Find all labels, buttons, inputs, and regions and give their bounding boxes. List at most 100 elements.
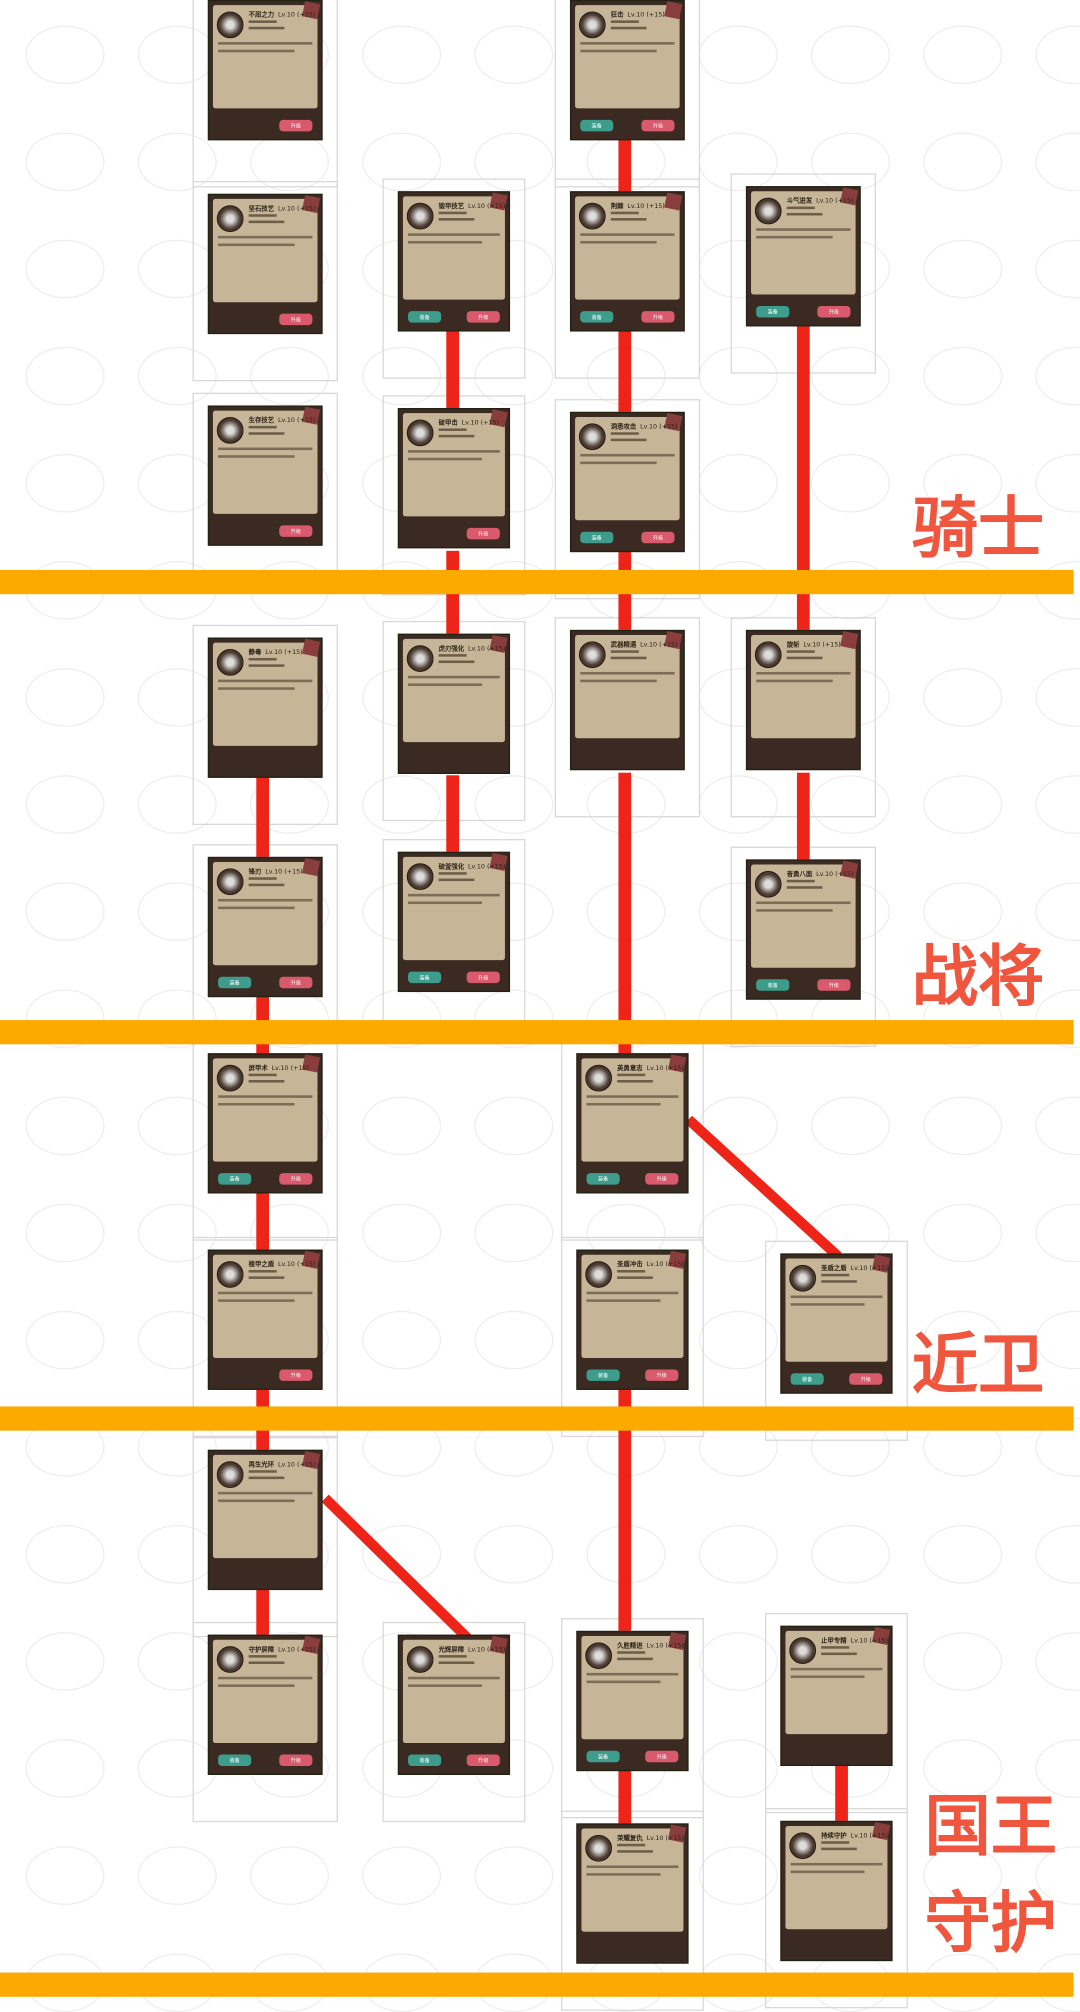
equip-button[interactable]: 装备	[580, 119, 614, 132]
skill-description	[580, 679, 657, 683]
skill-description	[580, 233, 675, 236]
upgrade-button[interactable]: 升级	[817, 306, 851, 318]
skill-description	[218, 1491, 313, 1495]
skill-title: 止甲专精	[821, 1637, 847, 1645]
equip-button[interactable]: 装备	[408, 971, 442, 984]
skill-description	[218, 1676, 313, 1680]
watermark-stamp	[923, 775, 1003, 834]
upgrade-button[interactable]: 升级	[466, 1754, 500, 1767]
skill-meta	[610, 211, 639, 215]
skill-level: Lv.10 (+15)	[277, 1646, 316, 1654]
upgrade-button[interactable]: 升级	[641, 531, 675, 544]
skill-meta	[610, 218, 647, 221]
skill-level: Lv.10 (+15)	[277, 1261, 316, 1269]
watermark-stamp	[923, 132, 1003, 192]
skill-level: Lv.10 (+15)	[640, 423, 678, 431]
upgrade-button[interactable]: 升级	[645, 1369, 679, 1381]
equip-button[interactable]: 装备	[408, 311, 442, 323]
skill-title: 英勇意志	[617, 1064, 643, 1073]
watermark-stamp	[923, 1310, 1003, 1370]
upgrade-button[interactable]: 升级	[279, 1369, 313, 1381]
upgrade-button[interactable]: 升级	[279, 525, 313, 537]
equip-button[interactable]: 装备	[790, 1373, 824, 1385]
equip-button[interactable]: 装备	[756, 979, 790, 991]
skill-description	[408, 450, 500, 453]
upgrade-button[interactable]: 升级	[817, 979, 851, 991]
upgrade-button[interactable]: 升级	[466, 971, 500, 984]
skill-meta	[786, 886, 823, 889]
equip-button[interactable]: 装备	[408, 1754, 442, 1767]
equip-button[interactable]: 装备	[586, 1173, 620, 1185]
equip-button[interactable]: 装备	[580, 531, 614, 544]
upgrade-button[interactable]: 升级	[466, 527, 500, 540]
skill-meta	[610, 650, 639, 653]
equip-button[interactable]: 装备	[756, 306, 790, 318]
watermark-stamp	[474, 1096, 554, 1156]
upgrade-button[interactable]: 升级	[466, 311, 500, 323]
skill-title: 圣盾之盾	[821, 1264, 847, 1273]
skill-level: Lv.10 (+15)	[467, 1646, 506, 1654]
skill-level: Lv.10 (+15)	[640, 641, 678, 650]
upgrade-button[interactable]: 升级	[279, 1173, 313, 1185]
upgrade-button[interactable]: 升级	[279, 976, 313, 989]
equip-button[interactable]: 装备	[586, 1750, 620, 1763]
skill-icon	[406, 1646, 434, 1673]
upgrade-button[interactable]: 升级	[641, 119, 675, 132]
equip-button[interactable]: 装备	[580, 311, 614, 323]
equip-button[interactable]: 装备	[218, 1173, 252, 1185]
skill-level: Lv.10 (+15)	[803, 641, 841, 650]
watermark-stamp	[1035, 239, 1080, 299]
skill-meta	[438, 428, 467, 431]
upgrade-button[interactable]: 升级	[641, 311, 675, 323]
upgrade-button[interactable]: 升级	[645, 1750, 679, 1763]
watermark-stamp	[923, 1846, 1003, 1905]
skill-description	[756, 228, 851, 231]
watermark-stamp	[923, 989, 1003, 1049]
skill-meta	[610, 26, 647, 30]
upgrade-button[interactable]: 升级	[279, 119, 313, 132]
upgrade-button[interactable]: 升级	[645, 1173, 679, 1185]
upgrade-button[interactable]: 升级	[279, 313, 313, 326]
watermark-stamp	[25, 25, 105, 85]
watermark-stamp	[1035, 1096, 1080, 1156]
upgrade-button[interactable]: 升级	[849, 1373, 883, 1385]
watermark-stamp	[1035, 882, 1080, 942]
tree-link	[835, 1766, 848, 1821]
skill-meta	[248, 657, 277, 661]
upgrade-button[interactable]: 升级	[279, 1754, 313, 1767]
card-frame	[561, 1618, 704, 1819]
equip-button[interactable]: 装备	[218, 976, 252, 989]
equip-button[interactable]: 装备	[586, 1369, 620, 1381]
skill-description	[790, 1675, 865, 1679]
equip-button[interactable]: 装备	[218, 1754, 252, 1767]
